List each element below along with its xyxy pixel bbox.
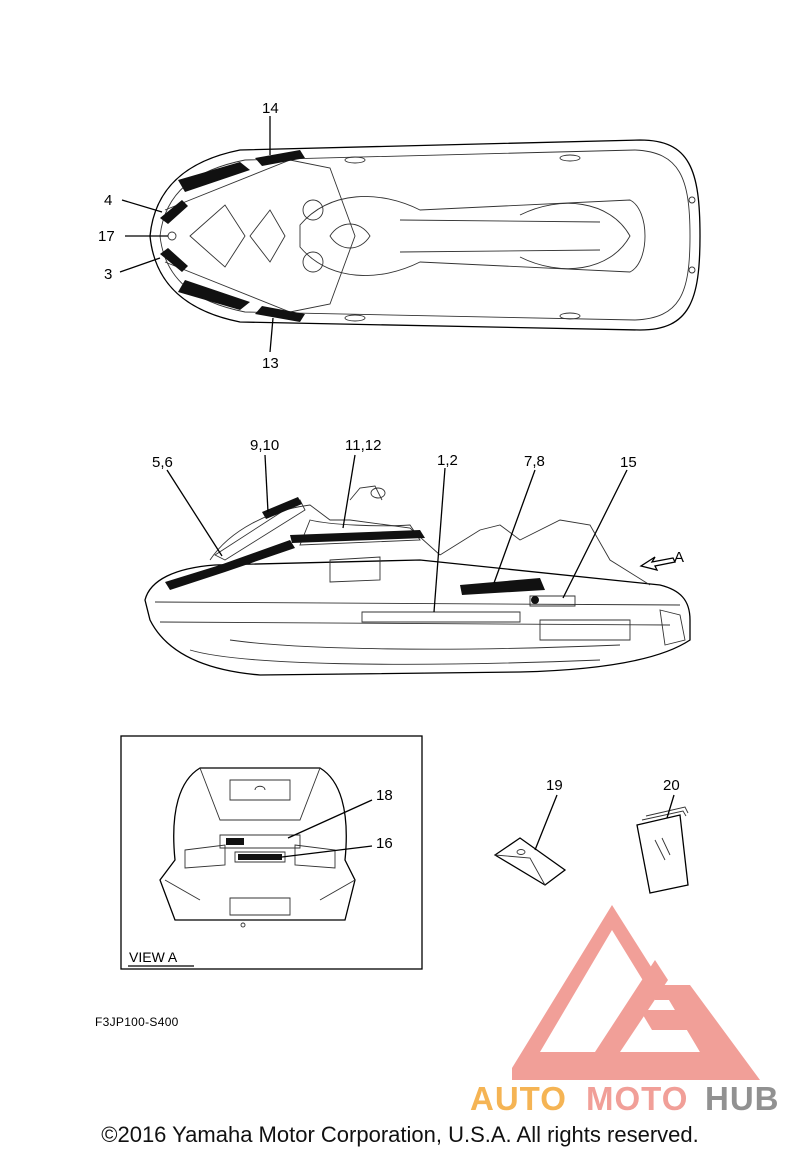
leader-19 <box>534 794 558 851</box>
callout-19: 19 <box>546 777 563 794</box>
item-20-decal-sheet <box>636 806 689 894</box>
callout-20: 20 <box>663 777 680 794</box>
callout-3: 3 <box>104 266 112 283</box>
logo-text-hub: HUB <box>705 1080 780 1117</box>
callout-9-10: 9,10 <box>250 437 279 454</box>
callout-13: 13 <box>262 355 279 372</box>
item-19-pouch <box>493 837 567 886</box>
logo-text-auto: AUTO <box>470 1080 567 1117</box>
side-view-leaders <box>166 454 628 613</box>
leader-18 <box>287 799 373 839</box>
callout-14: 14 <box>262 100 279 117</box>
view-a-frame <box>120 735 423 970</box>
top-view-leaders <box>119 116 274 353</box>
callout-16: 16 <box>376 835 393 852</box>
view-a-arrow <box>639 556 676 571</box>
callout-18: 18 <box>376 787 393 804</box>
callout-5-6: 5,6 <box>152 454 173 471</box>
part-code: F3JP100-S400 <box>95 1015 179 1029</box>
view-a-label: VIEW A <box>129 949 178 965</box>
leader-20 <box>666 794 675 819</box>
logo-text-moto: MOTO <box>586 1080 688 1117</box>
side-view-watercraft <box>144 485 691 676</box>
copyright-notice: ©2016 Yamaha Motor Corporation, U.S.A. A… <box>101 1122 699 1147</box>
automotohub-logo: AUTO MOTO HUB <box>470 905 780 1117</box>
callout-15: 15 <box>620 454 637 471</box>
callout-17: 17 <box>98 228 115 245</box>
callout-11-12: 11,12 <box>345 437 381 454</box>
callout-A: A <box>674 549 684 566</box>
callout-1-2: 1,2 <box>437 452 458 469</box>
rear-view-watercraft <box>159 767 356 928</box>
callout-7-8: 7,8 <box>524 453 545 470</box>
top-view-watercraft <box>149 139 701 331</box>
leader-16 <box>281 845 373 858</box>
callout-4: 4 <box>104 192 112 209</box>
